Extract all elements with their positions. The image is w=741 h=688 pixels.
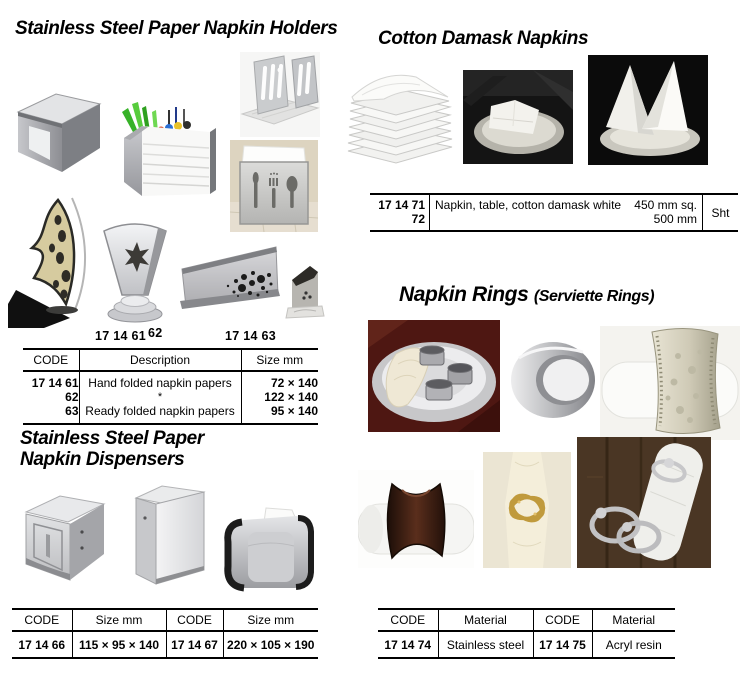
dispensers-code-2: 17 14 67: [165, 631, 223, 658]
holders-table-descriptions: Hand folded napkin papers * Ready folded…: [78, 371, 241, 424]
holders-table: CODE Description Size mm 17 14 61 62 63 …: [23, 348, 318, 425]
photo-rings-on-plate: [368, 320, 500, 432]
rings-table: CODE Material CODE Material 17 14 74 Sta…: [378, 608, 675, 659]
photo-napkin-on-plate: [463, 70, 573, 164]
photo-perforated-slant-holder: [178, 243, 282, 322]
photo-fan-napkin-holder: [100, 215, 170, 327]
photo-code-62: 62: [148, 326, 163, 340]
holders-table-header-code: CODE: [23, 349, 79, 372]
rings-material-2: Acryl resin: [591, 631, 675, 658]
photo-code-17-14-63: 17 14 63: [225, 329, 277, 343]
photo-gold-ring: [483, 452, 571, 568]
photo-napkin-stack: [342, 55, 458, 168]
photo-dispenser-tabletop: [218, 506, 320, 592]
photo-dispenser-classic: [20, 490, 108, 582]
dispensers-header-size-1: Size mm: [71, 609, 166, 632]
rings-material-1: Stainless steel: [437, 631, 533, 658]
dispensers-header-code-1: CODE: [12, 609, 72, 632]
rings-header-material-2: Material: [591, 609, 675, 632]
dispensers-code-1: 17 14 66: [18, 637, 66, 652]
damask-table-codes: 17 14 71 72: [378, 198, 425, 226]
holders-section-title: Stainless Steel Paper Napkin Holders: [15, 18, 338, 39]
damask-table: 17 14 71 72 Napkin, table, cotton damask…: [370, 193, 738, 232]
photo-hammered-ring: [600, 326, 740, 440]
damask-table-unit: Sht: [702, 194, 738, 231]
holders-table-codes: 17 14 61 62 63: [31, 376, 79, 418]
rings-header-material-1: Material: [437, 609, 533, 632]
dispensers-table: CODE Size mm CODE Size mm 17 14 66 115 ×…: [12, 608, 318, 659]
photo-upright-slotted-holder: [240, 52, 320, 137]
photo-cutlery-cutout-holder: [230, 140, 318, 232]
rings-code-2: 17 14 75: [532, 631, 592, 658]
rings-section-title: Napkin Rings (Serviette Rings): [399, 283, 655, 306]
holders-table-sizes: 72 × 140 122 × 140 95 × 140: [240, 371, 318, 424]
photo-code-17-14-61: 17 14 61: [95, 329, 147, 343]
photo-dispenser-tall: [128, 482, 210, 590]
dispensers-size-1: 115 × 95 × 140: [71, 631, 166, 658]
photo-cone-folded-napkins: [588, 55, 708, 165]
photo-knot-rings: [577, 437, 711, 568]
damask-section-title: Cotton Damask Napkins: [378, 28, 589, 49]
dispensers-size-2: 220 × 105 × 190: [222, 631, 318, 658]
holders-table-header-size: Size mm: [240, 349, 318, 372]
dispensers-header-size-2: Size mm: [222, 609, 318, 632]
photo-cube-holder-with-napkins-and-picks: [112, 82, 220, 198]
photo-holder-detail: [284, 262, 326, 322]
rings-header-code-2: CODE: [532, 609, 592, 632]
photo-steel-ring: [505, 330, 605, 428]
photo-butterfly-napkin-holder: [8, 192, 103, 328]
photo-cube-napkin-holder: [12, 88, 104, 174]
photo-wood-ring: [358, 470, 474, 568]
dispensers-header-code-2: CODE: [165, 609, 223, 632]
rings-header-code-1: CODE: [378, 609, 438, 632]
rings-code-1: 17 14 74: [384, 637, 432, 652]
holders-table-header-description: Description: [78, 349, 241, 372]
